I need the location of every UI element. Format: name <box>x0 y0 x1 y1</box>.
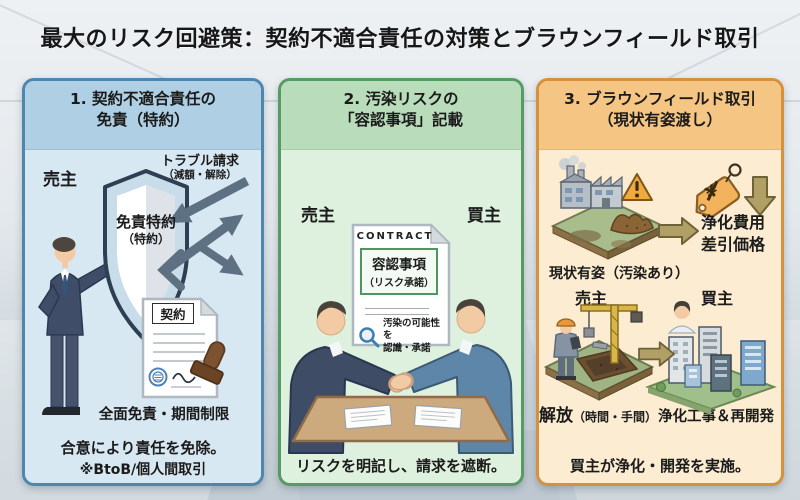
panel-exemption-clause: 1. 契約不適合責任の 免責（特約） 売主 免責特約 （特約） <box>22 78 264 486</box>
buyer-label: 買主 <box>701 289 734 308</box>
panel-brownfield-deal: 3. ブラウンフィールド取引 （現状有姿渡し） <box>536 78 784 486</box>
right-arrow-icon <box>638 341 675 367</box>
warning-icon <box>621 173 653 201</box>
panel2-heading-line1: 2. 汚染リスクの <box>343 90 459 108</box>
claim-label: トラブル請求 <box>160 154 239 169</box>
crane-icon <box>580 304 643 364</box>
contaminated-factory-icon <box>550 155 666 260</box>
panel1-heading-line2: 免責（特約） <box>96 110 190 129</box>
handshake-scene-icon <box>288 299 514 454</box>
shield-icon <box>103 169 189 343</box>
seller-label: 売主 <box>43 170 77 190</box>
release-label: 解放（時間・手間） <box>539 401 657 426</box>
deflected-claim-arrows-icon <box>157 177 250 291</box>
document-divider <box>365 308 429 315</box>
panel1-header: 1. 契約不適合責任の 免責（特約） <box>25 81 261 150</box>
worker-icon <box>553 318 582 380</box>
panel2-header: 2. 汚染リスクの 「容認事項」記載 <box>281 81 521 150</box>
panel3-header: 3. ブラウンフィールド取引 （現状有姿渡し） <box>539 81 781 150</box>
exemption-caption: 全面免責・期間制限 <box>98 407 230 423</box>
seller-label: 売主 <box>301 206 335 226</box>
contract-doc-heading: CONTRACT <box>356 231 434 242</box>
shield-label: 免責特約 <box>115 213 176 231</box>
contract-doc-title: 契約 <box>152 303 194 324</box>
note-line1: 汚染の可能性を <box>383 318 441 342</box>
panel2-heading-line2: 「容認事項」記載 <box>338 110 463 129</box>
contract-doc-title-box: 契約 <box>141 303 205 324</box>
panel3-heading-line2: （現状有姿渡し） <box>597 110 722 129</box>
contract-paper-icon: CONTRACT 容認事項 （リスク承諾） 汚染の可能性を 認識・承諾 <box>351 223 451 354</box>
acknowledgement-clause-box: 容認事項 （リスク承諾） <box>360 248 438 295</box>
seller-label: 売主 <box>575 289 608 308</box>
panel2-footer: リスクを明記し、請求を遮断。 <box>295 457 506 475</box>
shield-sublabel: （特約） <box>121 232 170 246</box>
panel3-footer: 買主が浄化・開発を実施。 <box>569 457 750 475</box>
release-sub: （時間・手間） <box>573 410 658 424</box>
panel-acknowledgement-clause: 2. 汚染リスクの 「容認事項」記載 売主 買主 <box>278 78 524 486</box>
buyer-avatar-icon <box>667 301 697 334</box>
redevelop-label: 浄化工事＆再開発 <box>658 409 774 425</box>
page-title: 最大のリスク回避策：契約不適合責任の対策とブラウンフィールド取引 <box>40 27 760 52</box>
panel1-footer-line1: 合意により責任を免除。 <box>60 439 226 457</box>
note-line2: 認識・承諾 <box>383 342 431 354</box>
price-label-line1: 浄化費用 <box>701 213 766 232</box>
contamination-note: 汚染の可能性を 認識・承諾 <box>358 318 444 355</box>
clause-sublabel: （リスク承諾） <box>364 278 434 289</box>
release-main: 解放 <box>539 406 573 426</box>
buyer-label: 買主 <box>467 206 501 226</box>
claim-sublabel: （減額・解除） <box>163 169 237 181</box>
panel1-heading-line1: 1. 契約不適合責任の <box>69 90 217 108</box>
stamp-icon <box>189 341 226 385</box>
down-arrow-icon <box>744 176 776 216</box>
price-label-line2: 差引価格 <box>701 235 766 254</box>
excavation-site-icon <box>543 304 655 401</box>
city-buildings-icon <box>645 326 777 415</box>
right-arrow-icon <box>658 217 699 245</box>
panel3-heading-line1: 3. ブラウンフィールド取引 <box>564 90 756 108</box>
clause-label: 容認事項 <box>372 257 426 273</box>
panel1-footer-line2: ※BtoB/個人間取引 <box>79 462 207 478</box>
as-is-label: 現状有姿（汚染あり） <box>549 266 689 282</box>
seller-businessman-icon <box>38 237 119 415</box>
magnifier-icon <box>359 326 380 348</box>
